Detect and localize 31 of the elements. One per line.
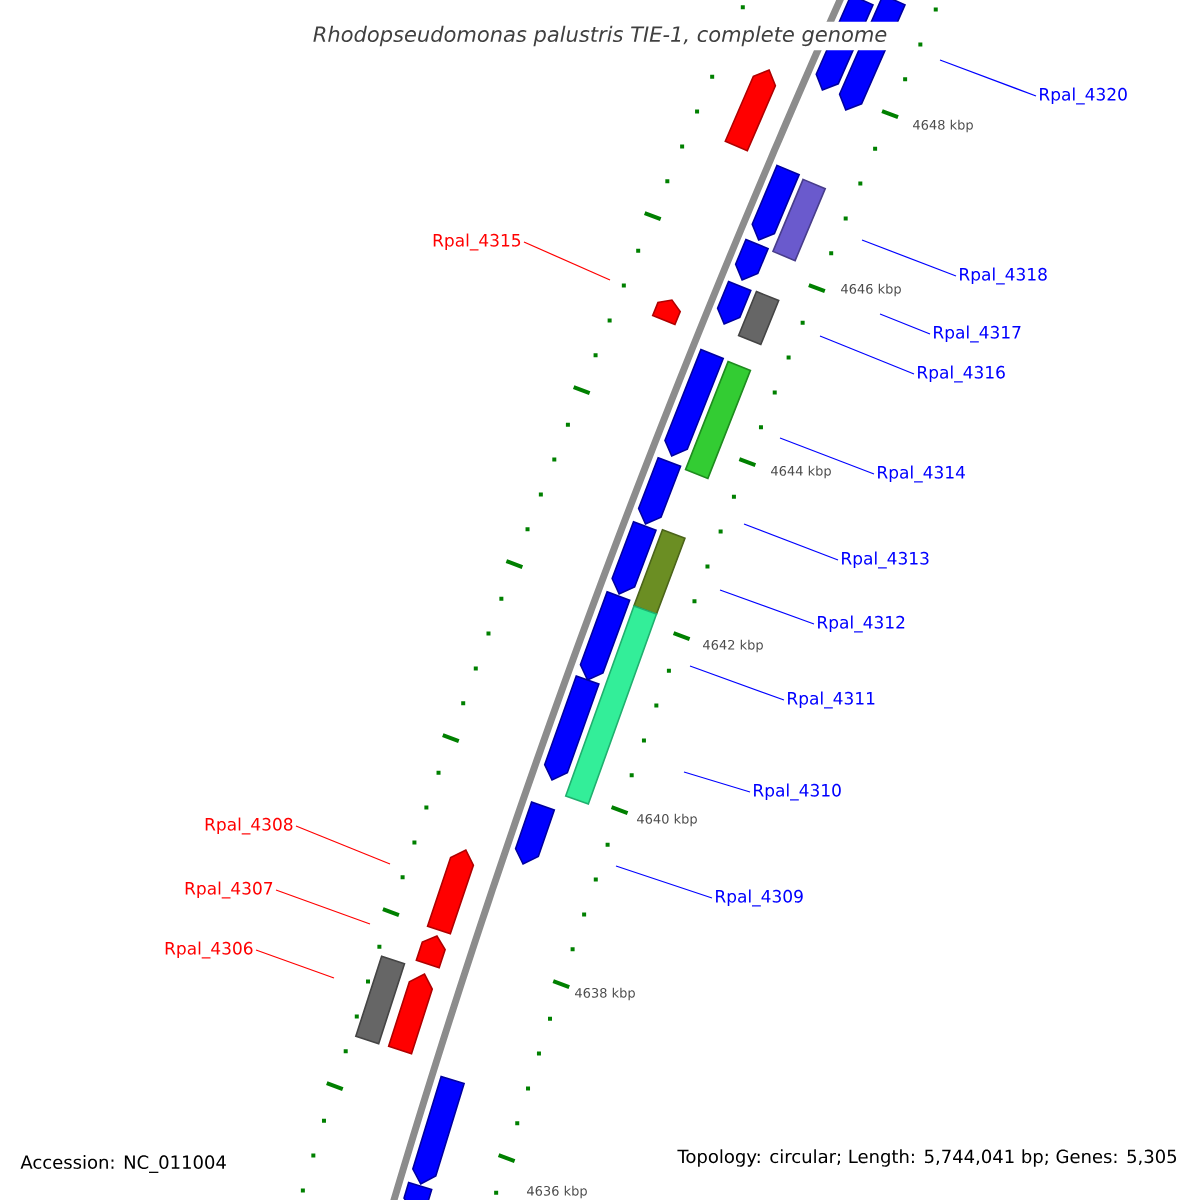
info-text: Accession: NC_011004 [18,1153,229,1175]
leader-line [743,523,839,561]
gene-label: Rpal_4311 [788,691,875,709]
leader-line [683,771,751,793]
gene-label: Rpal_4306 [165,941,253,959]
gene-label: Rpal_4317 [934,325,1021,343]
gene-label: Rpal_4314 [878,465,965,483]
leader-line [275,889,371,925]
leader-line [779,437,875,475]
gene-label: Rpal_4309 [716,889,803,907]
leader-line [523,241,611,281]
leader-line [879,313,931,335]
gene-label: Rpal_4316 [918,365,1005,383]
leader-line [861,239,957,277]
leader-line [615,865,713,899]
title: Rhodopseudomonas palustris TIE-1, complete genome [300,21,900,51]
leader-line [295,825,391,865]
gene-label: Rpal_4315 [433,233,521,251]
gene-label: Rpal_4318 [960,267,1047,285]
leader-line [939,59,1037,97]
leader-line [819,335,915,375]
gene-label: Rpal_4313 [842,551,929,569]
gene-label: Rpal_4307 [185,881,273,899]
leader-line [255,949,335,979]
leader-line [689,665,785,701]
gene-label: Rpal_4308 [205,817,293,835]
leader-line [719,589,815,625]
gene-label: Rpal_4312 [818,615,905,633]
gene-label: Rpal_4320 [1040,87,1127,105]
info-text: Topology: circular; Length: 5,744,041 bp; Genes: 5,305 [675,1147,1180,1169]
gene-label: Rpal_4310 [754,783,841,801]
